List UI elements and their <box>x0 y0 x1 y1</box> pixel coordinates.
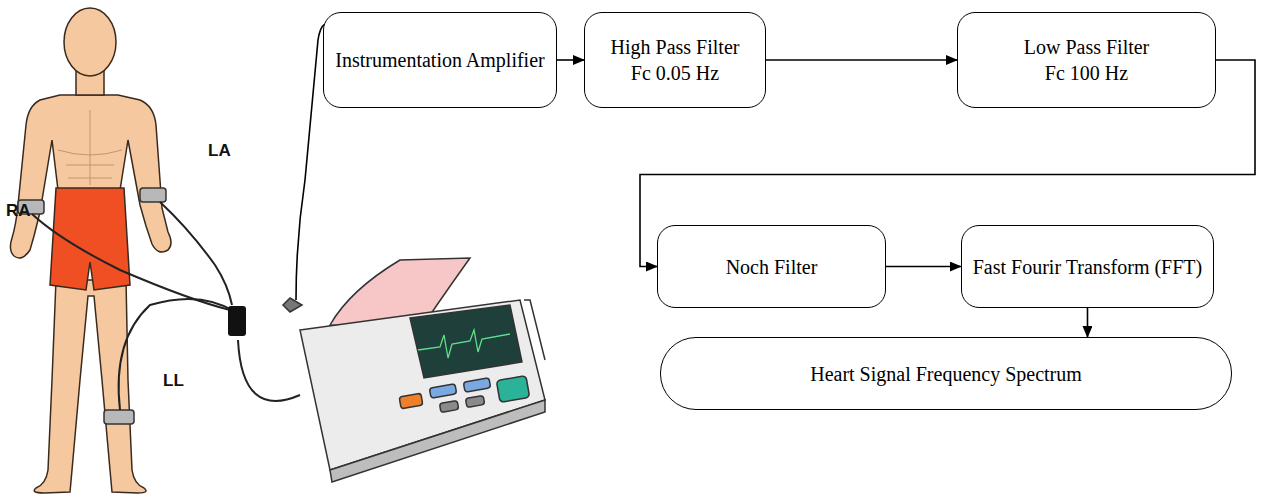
electrode-label: RA <box>6 201 31 221</box>
filter-box: Low Pass FilterFc 100 Hz <box>957 12 1216 108</box>
human-figure <box>10 8 171 493</box>
box-text: Noch Filter <box>726 254 818 280</box>
box-text: Instrumentation Amplifier <box>335 47 544 73</box>
flow-arrow <box>886 266 961 268</box>
box-text: High Pass Filter <box>611 34 740 60</box>
box-text: Fc 0.05 Hz <box>631 60 719 86</box>
box-text: Fc 100 Hz <box>1045 60 1128 86</box>
box-text: Heart Signal Frequency Spectrum <box>810 361 1082 387</box>
ecg-machine <box>283 258 545 482</box>
lead-connector <box>228 306 246 336</box>
box-text: Fast Fourir Transform (FFT) <box>973 254 1202 280</box>
amplifier-box: Instrumentation Amplifier <box>323 12 556 108</box>
output-box: Heart Signal Frequency Spectrum <box>660 337 1232 410</box>
flow-arrow <box>766 59 957 61</box>
process-box: Fast Fourir Transform (FFT) <box>961 225 1214 308</box>
flow-arrow <box>557 59 584 61</box>
electrode <box>18 188 166 424</box>
filter-box: Noch Filter <box>657 225 886 308</box>
electrode-label: LL <box>163 371 184 391</box>
lead-wire <box>32 202 300 410</box>
electrode-label: LA <box>208 141 231 161</box>
box-text: Low Pass Filter <box>1024 34 1150 60</box>
flow-arrow <box>1087 308 1089 337</box>
filter-box: High Pass FilterFc 0.05 Hz <box>584 12 766 108</box>
